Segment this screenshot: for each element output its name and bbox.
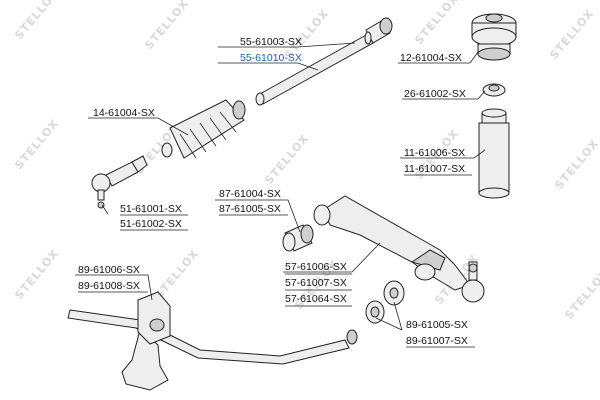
label-57-61006[interactable]: 57-61006-SX <box>285 261 347 273</box>
stabilizer-bar <box>67 309 358 391</box>
tie-rod-end <box>91 155 148 209</box>
label-frames <box>78 174 475 348</box>
watermark: STELLOX <box>12 117 61 172</box>
control-arm <box>313 195 485 303</box>
label-89-61006[interactable]: 89-61006-SX <box>78 264 140 276</box>
part-labels: 55-61003-SX 55-61010-SX 12-61004-SX 14-6… <box>78 36 468 347</box>
rear-bushings <box>365 280 405 324</box>
label-89-61005[interactable]: 89-61005-SX <box>406 319 468 331</box>
label-87-61005[interactable]: 87-61005-SX <box>219 203 281 215</box>
watermark: STELLOX <box>12 247 61 302</box>
stabilizer-bushing <box>137 291 171 345</box>
watermark: STELLOX <box>547 7 596 62</box>
strut-bearing <box>482 83 506 97</box>
label-51-61001[interactable]: 51-61001-SX <box>120 203 182 215</box>
watermark: STELLOX <box>552 137 600 192</box>
watermark: STELLOX <box>412 0 461 47</box>
label-87-61004[interactable]: 87-61004-SX <box>219 188 281 200</box>
watermark: STELLOX <box>142 0 191 52</box>
label-12-61004[interactable]: 12-61004-SX <box>400 52 462 64</box>
leader-lines <box>75 42 486 331</box>
strut-top-mount <box>471 13 517 61</box>
label-57-61064[interactable]: 57-61064-SX <box>285 293 347 305</box>
label-89-61007[interactable]: 89-61007-SX <box>406 335 468 347</box>
watermark: STELLOX <box>12 0 61 42</box>
arm-bushing <box>282 224 314 252</box>
label-26-61002[interactable]: 26-61002-SX <box>404 88 466 100</box>
watermark: STELLOX <box>562 267 600 322</box>
label-51-61002[interactable]: 51-61002-SX <box>120 218 182 230</box>
steering-boot <box>161 99 246 159</box>
label-14-61004[interactable]: 14-61004-SX <box>93 107 155 119</box>
label-57-61007[interactable]: 57-61007-SX <box>285 277 347 289</box>
label-11-61006[interactable]: 11-61006-SX <box>404 147 465 159</box>
label-55-61010[interactable]: 55-61010-SX <box>240 52 302 64</box>
label-89-61008[interactable]: 89-61008-SX <box>78 280 140 292</box>
watermark: STELLOX <box>262 132 311 187</box>
label-55-61003[interactable]: 55-61003-SX <box>240 36 302 48</box>
label-11-61007[interactable]: 11-61007-SX <box>404 163 465 175</box>
strut-boot <box>478 108 510 199</box>
